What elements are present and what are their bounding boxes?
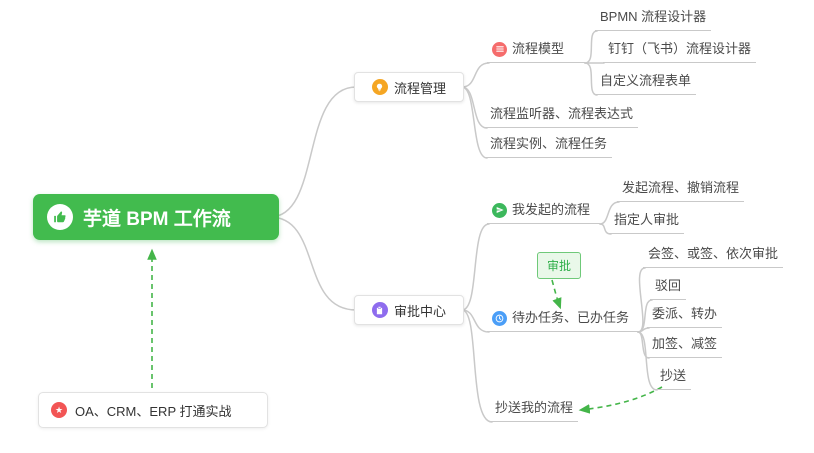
node-bpmn-designer[interactable]: BPMN 流程设计器 bbox=[595, 9, 712, 31]
node-todo-done[interactable]: 待办任务、已办任务 bbox=[487, 310, 638, 332]
node-countersign[interactable]: 会签、或签、依次审批 bbox=[643, 246, 784, 268]
clipboard-icon bbox=[371, 302, 388, 318]
node-label: 我发起的流程 bbox=[512, 202, 591, 217]
node-reject[interactable]: 驳回 bbox=[650, 278, 687, 300]
node-listener-expression[interactable]: 流程监听器、流程表达式 bbox=[485, 106, 639, 128]
node-cc[interactable]: 抄送 bbox=[655, 368, 692, 390]
list-icon bbox=[492, 41, 507, 57]
branch-approval-center[interactable]: 审批中心 bbox=[354, 295, 464, 325]
node-process-model[interactable]: 流程模型 bbox=[487, 41, 585, 63]
clock-icon bbox=[492, 310, 507, 326]
paper-plane-icon bbox=[492, 202, 507, 218]
node-delegate-transfer[interactable]: 委派、转办 bbox=[647, 306, 723, 328]
node-label: 流程模型 bbox=[512, 41, 565, 56]
root-node[interactable]: 芋道 BPM 工作流 bbox=[33, 194, 279, 240]
arrow-badge-to-todo bbox=[551, 279, 562, 310]
star-icon: ★ bbox=[51, 402, 67, 418]
branch-label: 审批中心 bbox=[393, 303, 446, 319]
lightbulb-icon bbox=[371, 79, 388, 95]
arrow-cc-to-ccme bbox=[578, 386, 663, 414]
node-dingtalk-designer[interactable]: 钉钉（飞书）流程设计器 bbox=[603, 41, 757, 63]
node-assignee-approve[interactable]: 指定人审批 bbox=[609, 212, 685, 234]
branch-label: 流程管理 bbox=[393, 80, 446, 96]
node-label: 待办任务、已办任务 bbox=[512, 310, 630, 325]
node-instance-task[interactable]: 流程实例、流程任务 bbox=[485, 136, 613, 158]
root-label: 芋道 BPM 工作流 bbox=[83, 208, 231, 230]
approval-badge[interactable]: 审批 bbox=[537, 252, 582, 279]
node-my-initiated[interactable]: 我发起的流程 bbox=[487, 202, 600, 224]
thumbs-up-icon bbox=[47, 204, 73, 230]
note-label: OA、CRM、ERP 打通实战 bbox=[75, 403, 232, 419]
node-initiate-cancel[interactable]: 发起流程、撤销流程 bbox=[617, 180, 745, 202]
branch-process-mgmt[interactable]: 流程管理 bbox=[354, 72, 464, 102]
node-custom-form[interactable]: 自定义流程表单 bbox=[595, 73, 697, 95]
note-oa-crm-erp[interactable]: ★ OA、CRM、ERP 打通实战 bbox=[38, 392, 268, 428]
node-addsign-removesign[interactable]: 加签、减签 bbox=[647, 336, 723, 358]
node-cc-my-process[interactable]: 抄送我的流程 bbox=[490, 400, 579, 422]
